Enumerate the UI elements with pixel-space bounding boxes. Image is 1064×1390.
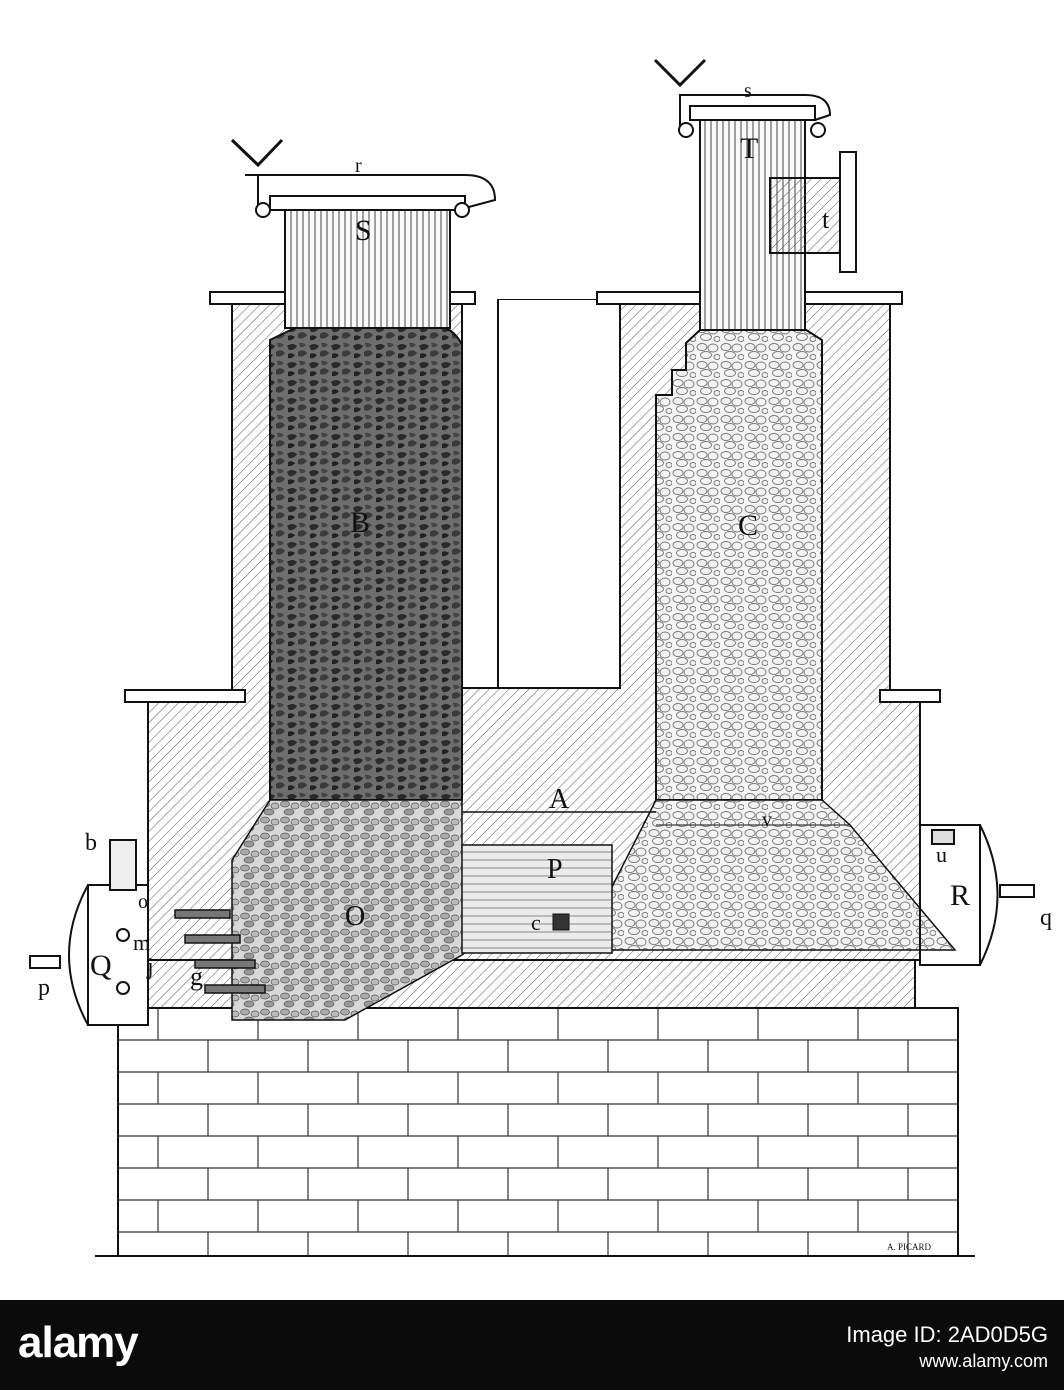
water-basin-p <box>461 844 613 954</box>
label-r: r <box>355 155 362 177</box>
label-u: u <box>936 842 947 867</box>
label-T: T <box>740 132 758 165</box>
letter-labels: r S s T t B C A P v b u R q Q p o O m j … <box>38 80 1052 1001</box>
label-s: s <box>744 80 752 102</box>
u-gap <box>497 300 621 689</box>
label-P: P <box>547 854 563 885</box>
watermark-info: Image ID: 2AD0D5G www.alamy.com <box>846 1322 1048 1374</box>
chamber-c-fill <box>655 324 823 801</box>
watermark-brand: alamy <box>18 1318 139 1367</box>
right-door-r <box>919 824 1035 966</box>
label-g: g <box>190 962 203 991</box>
label-p: p <box>38 975 50 1001</box>
label-q: q <box>1040 905 1052 931</box>
label-R: R <box>950 879 970 912</box>
label-B: B <box>350 506 370 539</box>
watermark-bar: alamy Image ID: 2AD0D5G www.alamy.com <box>0 1300 1064 1390</box>
label-c: c <box>531 910 541 935</box>
watermark-image-id: Image ID: 2AD0D5G <box>846 1322 1048 1347</box>
grate-bars-g <box>174 909 266 994</box>
label-v: v <box>762 809 772 831</box>
label-t: t <box>822 205 830 234</box>
watermark-site: www.alamy.com <box>919 1351 1048 1371</box>
artist-signature: A. PICARD <box>887 1242 932 1252</box>
label-Q: Q <box>90 949 112 982</box>
label-j: j <box>146 954 154 980</box>
label-A: A <box>549 784 570 815</box>
left-door-q <box>29 839 149 1026</box>
label-b: b <box>85 830 97 856</box>
label-C: C <box>738 509 758 542</box>
label-m: m <box>133 930 150 955</box>
cover-t <box>653 58 857 331</box>
cover-s <box>230 138 497 329</box>
brick-foundation <box>95 1007 975 1257</box>
label-o: o <box>138 891 148 913</box>
label-O: O <box>345 901 365 932</box>
acetylene-generator-engraving: A. PICARD r S s T t B C A P v b u R q Q … <box>29 58 1052 1257</box>
lower-pile-c <box>578 799 957 951</box>
chamber-b-fill <box>269 325 463 801</box>
label-S: S <box>355 214 372 247</box>
cock-c-icon <box>552 913 570 931</box>
